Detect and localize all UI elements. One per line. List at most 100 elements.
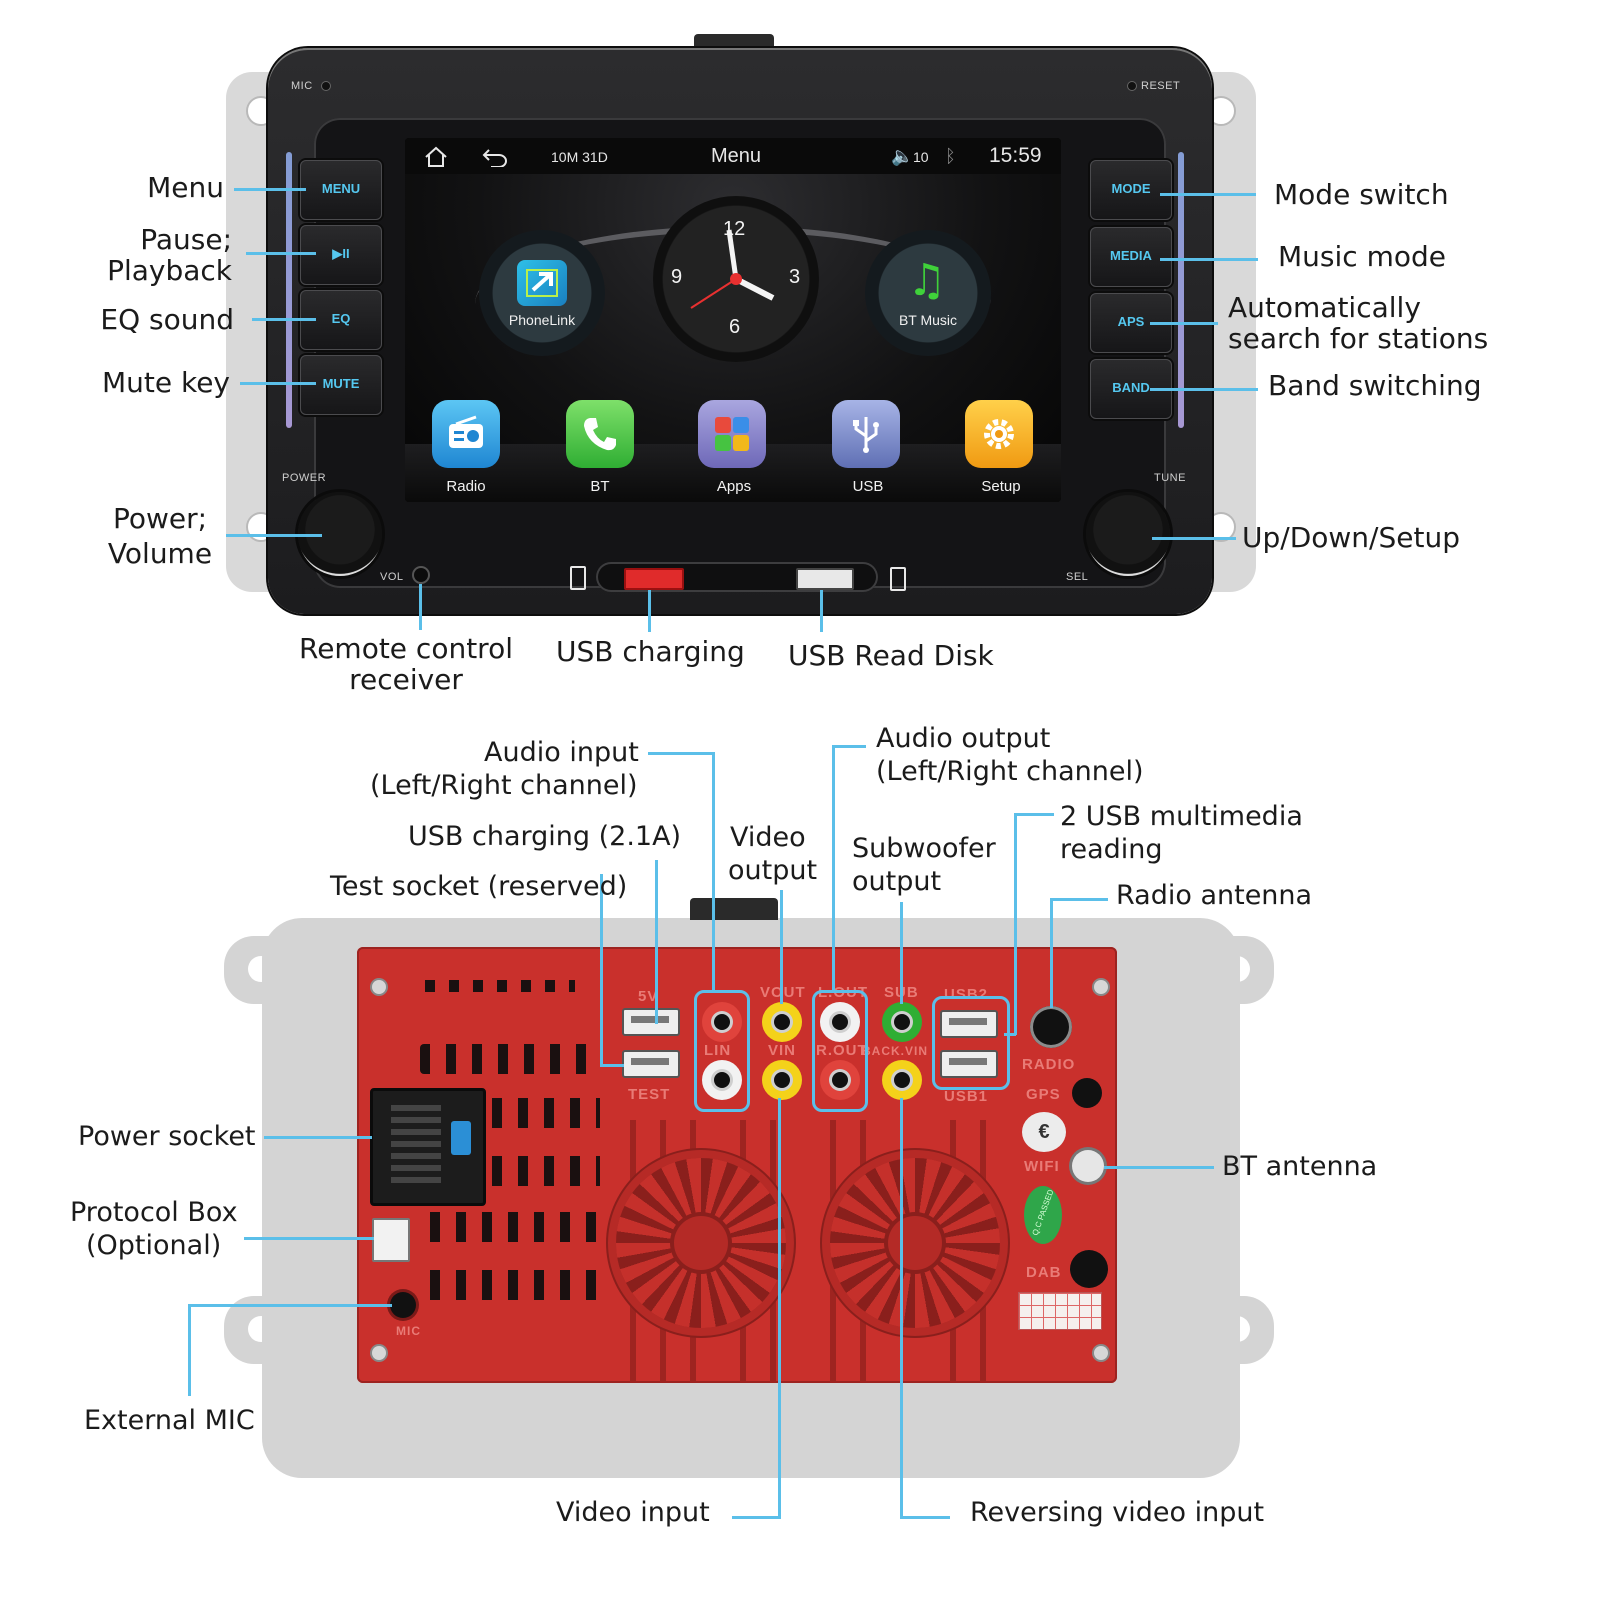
leader-radio-h <box>1050 898 1108 901</box>
status-bar: 10M 31D Menu 🔈 10 ᛒ 15:59 <box>405 138 1061 174</box>
eq-button-label: EQ <box>331 311 351 326</box>
callout-power-line2: Volume <box>107 537 213 570</box>
usb-app-label: USB <box>852 478 884 495</box>
leader-mic-h <box>188 1304 392 1307</box>
volume-level: 10 <box>913 149 929 165</box>
mode-button[interactable]: MODE <box>1090 160 1172 220</box>
stencil-backvin: BACK.VIN <box>862 1044 929 1058</box>
aps-button[interactable]: APS <box>1090 293 1172 353</box>
leader-protocol <box>244 1237 374 1240</box>
leader-power-socket <box>264 1136 372 1139</box>
mic-label: MIC <box>291 80 313 92</box>
music-note-icon: ♫ <box>907 255 947 306</box>
leader-eq <box>252 318 316 321</box>
usb2-media-port[interactable] <box>940 1010 998 1038</box>
screw-1 <box>372 980 386 994</box>
power-socket[interactable] <box>370 1088 486 1206</box>
callout-usb-read: USB Read Disk <box>788 639 994 672</box>
screw-3 <box>372 1346 386 1360</box>
protocol-box-port[interactable] <box>372 1218 410 1262</box>
usb1-media-port[interactable] <box>940 1050 998 1078</box>
band-button-label: BAND <box>1112 380 1150 395</box>
stencil-radio: RADIO <box>1022 1056 1076 1073</box>
setup-app-tile[interactable] <box>965 400 1033 468</box>
cooling-fan-right <box>830 1158 1000 1328</box>
bt-antenna-socket[interactable] <box>1072 1150 1104 1182</box>
ce-mark-icon: € <box>1022 1112 1066 1152</box>
phonelink-icon <box>517 260 567 306</box>
phone-icon <box>584 418 616 451</box>
callout-menu: Menu <box>147 171 224 204</box>
leader-video-in-v <box>778 1098 781 1518</box>
screen-title: Menu <box>711 145 762 167</box>
tune-label: TUNE <box>1154 472 1186 484</box>
video-out-jack[interactable] <box>762 1002 802 1042</box>
audio-out-right-jack[interactable] <box>820 1060 860 1100</box>
subwoofer-out-jack[interactable] <box>882 1002 922 1042</box>
callout-usb-charging: USB charging <box>556 635 745 668</box>
home-icon[interactable] <box>423 146 449 168</box>
callout-remote-line1: Remote control <box>299 632 513 665</box>
band-button[interactable]: BAND <box>1090 359 1172 419</box>
leader-radio-v <box>1050 898 1053 1008</box>
stencil-test: TEST <box>628 1086 671 1103</box>
menu-button[interactable]: MENU <box>300 160 382 220</box>
config-label-grid <box>1018 1292 1102 1330</box>
right-button-glow <box>1178 152 1184 428</box>
stencil-wifi: WIFI <box>1024 1158 1060 1175</box>
leader-video-in-h <box>732 1516 781 1519</box>
usb-charge-port[interactable] <box>624 568 684 590</box>
remote-receiver-eye <box>414 568 428 582</box>
media-button[interactable]: MEDIA <box>1090 227 1172 287</box>
callout-reverse: Reversing video input <box>970 1497 1265 1528</box>
gps-socket[interactable] <box>1072 1078 1102 1108</box>
back-icon[interactable] <box>481 147 509 167</box>
mode-button-label: MODE <box>1111 181 1151 196</box>
leader-usb-charge <box>648 590 651 632</box>
stencil-gps: GPS <box>1026 1086 1061 1103</box>
usb-app-tile[interactable] <box>832 400 900 468</box>
leader-tune <box>1152 537 1236 540</box>
bt-app-tile[interactable] <box>566 400 634 468</box>
apps-app-label: Apps <box>716 478 752 495</box>
mute-button-label: MUTE <box>322 376 360 391</box>
top-clip <box>694 34 774 52</box>
radio-app-tile[interactable] <box>432 400 500 468</box>
external-mic-jack[interactable] <box>390 1292 416 1318</box>
test-socket-port[interactable] <box>622 1050 680 1078</box>
stencil-vin: VIN <box>768 1042 797 1059</box>
leader-mic-v <box>188 1304 191 1396</box>
callout-pause-line1: Pause; <box>140 223 232 256</box>
audio-in-right-jack[interactable] <box>702 1002 742 1042</box>
phonelink-gauge[interactable]: PhoneLink <box>479 230 605 356</box>
leader-menu <box>234 188 306 191</box>
leader-power <box>226 534 322 537</box>
callout-pause-line2: Playback <box>107 254 232 287</box>
audio-out-left-jack[interactable] <box>820 1002 860 1042</box>
vol-label: VOL <box>380 571 404 583</box>
touch-screen[interactable]: 10M 31D Menu 🔈 10 ᛒ 15:59 PhoneLink 12 3… <box>405 138 1061 502</box>
audio-in-left-jack[interactable] <box>702 1060 742 1100</box>
callout-sub-line1: Subwoofer <box>852 833 996 864</box>
apps-app-tile[interactable] <box>698 400 766 468</box>
reset-hole[interactable] <box>1128 82 1136 90</box>
usb-charge-2a-port[interactable] <box>622 1008 680 1036</box>
callout-audio-in-line2: (Left/Right channel) <box>370 770 638 801</box>
phonelink-label: PhoneLink <box>508 312 576 328</box>
radio-antenna-socket[interactable] <box>1030 1006 1072 1048</box>
bt-music-gauge[interactable]: ♫ BT Music <box>865 230 991 356</box>
mute-button[interactable]: MUTE <box>300 355 382 415</box>
leader-test-h <box>600 1064 624 1067</box>
leader-pause <box>246 252 316 255</box>
play-pause-button[interactable]: ▶II <box>300 225 382 285</box>
media-button-label: MEDIA <box>1110 248 1152 263</box>
video-in-jack[interactable] <box>762 1060 802 1100</box>
reverse-video-in-jack[interactable] <box>882 1060 922 1100</box>
tune-knob[interactable] <box>1086 492 1170 576</box>
callout-external-mic: External MIC <box>84 1405 255 1436</box>
usb-data-port[interactable] <box>796 568 854 590</box>
dab-socket[interactable] <box>1070 1250 1108 1288</box>
callout-mode: Mode switch <box>1274 178 1449 211</box>
leader-remote <box>419 584 422 630</box>
callout-radio-antenna: Radio antenna <box>1116 880 1313 911</box>
